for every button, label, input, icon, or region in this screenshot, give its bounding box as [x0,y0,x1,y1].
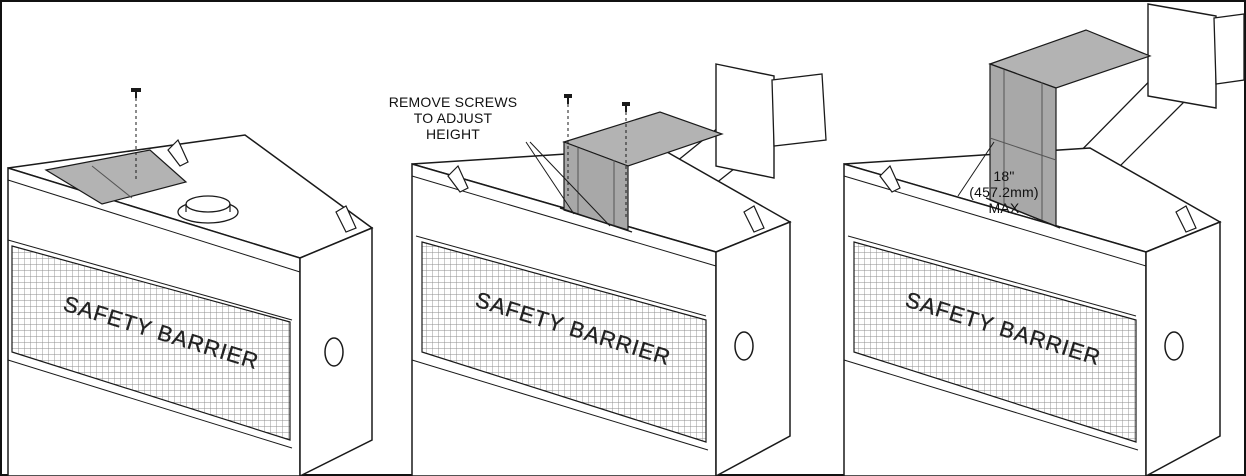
top-bracket [743,205,765,233]
remove-screws-callout: REMOVE SCREWS TO ADJUST HEIGHT [348,94,558,142]
screw-icon [564,94,572,104]
callout-line: HEIGHT [425,126,481,142]
callout-line: 18" [993,168,1015,184]
dimension-leader [957,141,995,197]
side-port [734,331,754,361]
callout-line: MAX [988,200,1020,216]
top-bracket [1175,205,1197,233]
safety-barrier-mesh [11,245,291,441]
heat-shield-plate [44,149,188,205]
top-bracket [879,164,901,193]
wall-plate [1147,3,1217,109]
screw-icon [622,102,630,112]
callout-leader [525,141,575,215]
top-bracket [167,138,189,167]
top-bracket [447,164,469,193]
callout-line: TO ADJUST [413,110,493,126]
fireplace-step-3: SAFETY BARRIER [843,3,1245,476]
side-port [324,337,344,367]
wall-plate [715,63,775,179]
termination-cap [771,73,827,147]
top-bracket [335,205,357,233]
max-height-callout: 18" (457.2mm) MAX [962,168,1046,216]
side-port [1164,331,1184,361]
safety-barrier-mesh [421,241,707,443]
callout-line: (457.2mm) [969,184,1039,200]
callout-leader [529,141,611,227]
safety-barrier-mesh [853,241,1137,443]
fireplace-step-2: SAFETY BARRIER [411,63,827,476]
fireplace-step-1: SAFETY BARRIER [7,88,374,476]
screw-icon [131,88,141,98]
termination-cap [1213,13,1245,85]
callout-line: REMOVE SCREWS [388,94,518,110]
